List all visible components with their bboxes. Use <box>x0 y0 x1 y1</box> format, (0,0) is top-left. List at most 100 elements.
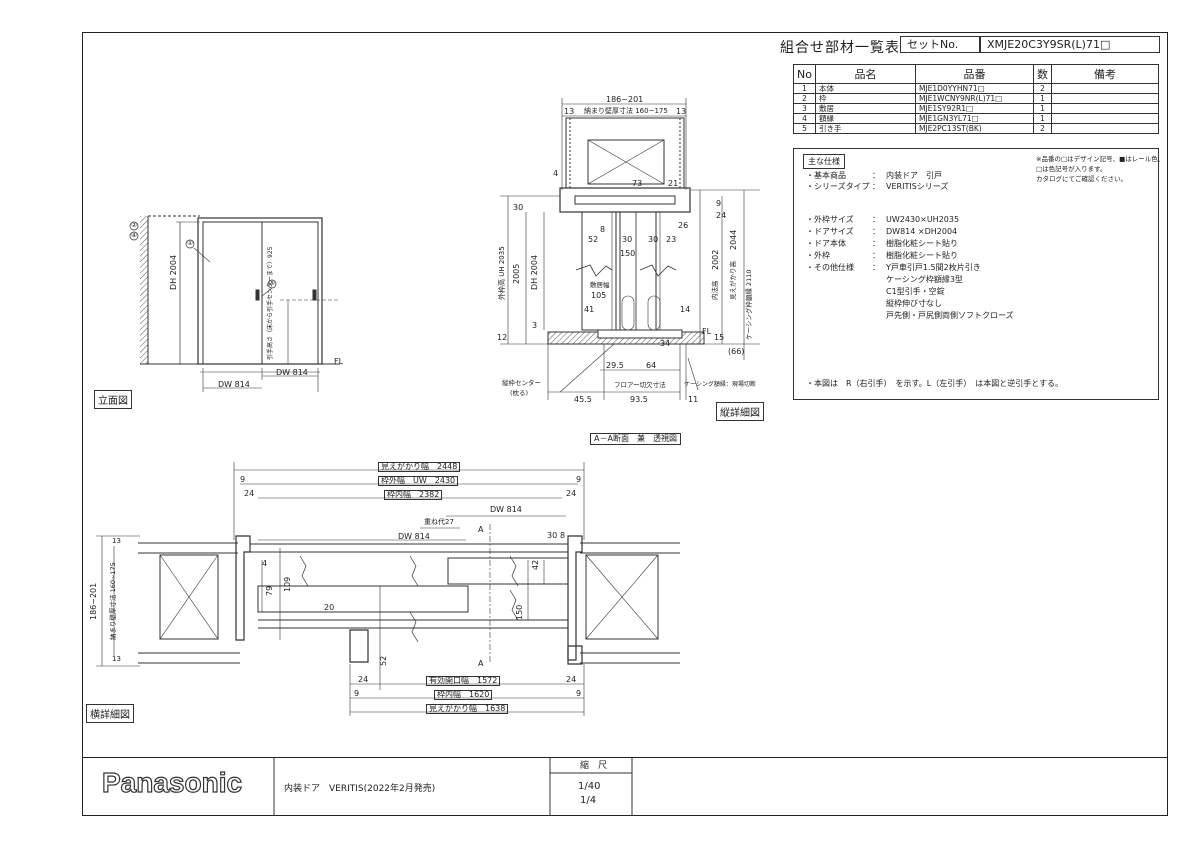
vertical-view-label: 縦詳細図 <box>716 402 764 421</box>
set-no-value: XMJE20C3Y9SR(L)71□ <box>980 36 1160 53</box>
floor-cut-label: フロアー切欠寸法 <box>614 381 666 389</box>
dim-41: 41 <box>584 305 595 314</box>
rail-center-label: 縦枠センター <box>502 379 541 387</box>
dim-wall-range: 納まり壁厚寸法 160~175 <box>584 107 668 115</box>
dim-visible-bottom: 見えがかり幅 1638 <box>426 704 509 714</box>
dim-11: 11 <box>688 395 699 404</box>
vertical-fl: FL <box>702 327 712 336</box>
dim-frame-inner: 枠内幅 1620 <box>434 690 493 700</box>
spec-remark: ・本図は R（右引手） を示す。L（左引手） は本図と逆引手とする。 <box>806 379 1063 388</box>
dim-3: 3 <box>532 321 538 330</box>
dim-dw2: DW 814 <box>276 368 308 377</box>
dim-52: 52 <box>588 235 599 244</box>
product-title: 内装ドア VERITIS(2022年2月発売) <box>284 784 436 794</box>
dim-dw-mid: DW 814 <box>398 532 430 541</box>
dim-73: 73 <box>632 179 643 188</box>
dim-24a: 24 <box>244 489 255 498</box>
dim-52-h: 52 <box>379 655 388 666</box>
scale-value-1: 1/40 <box>578 781 601 792</box>
spec-note-line: ※品番の□はデザイン記号、■はレール色、 <box>1036 155 1165 163</box>
rail-center-note: (枕る) <box>510 389 529 397</box>
dim-9: 9 <box>716 199 722 208</box>
dim-uh: 外枠高 UH 2035 <box>498 246 506 300</box>
set-no-label: セットNo. <box>900 36 980 53</box>
scale-value-2: 1/4 <box>580 795 597 806</box>
dim-21: 21 <box>668 179 679 188</box>
spec-extra: 戸先側・戸尻側両側ソフトクローズ <box>886 311 1014 320</box>
dim-93-5: 93.5 <box>630 395 648 404</box>
marker-2: ② <box>131 221 138 229</box>
dim-dw1: DW 814 <box>218 380 250 389</box>
dim-effective-opening: 有効開口幅 1572 <box>426 676 501 686</box>
dim-14: 14 <box>680 305 691 314</box>
horizontal-detail-view <box>96 462 680 716</box>
spec-note-line: カタログにてご確認ください。 <box>1036 175 1127 183</box>
dim-visible-width: 見えがかり幅 2448 <box>378 462 461 472</box>
spec-extra: 縦枠伸び寸なし <box>886 299 942 308</box>
dim-42: 42 <box>531 559 540 570</box>
dim-24d: 24 <box>566 675 577 684</box>
dim-visible-height: 見えがかり高 <box>729 261 737 300</box>
spec-row: ・ドア本体：樹脂化粧シート貼り <box>806 239 958 248</box>
dim-30b: 30 <box>622 235 633 244</box>
dim-dh-vertical: DH 2004 <box>530 254 539 290</box>
dim-9c: 9 <box>354 689 360 698</box>
dim-4-h: 4 <box>262 559 268 568</box>
dim-13b-h: 13 <box>112 655 121 663</box>
dim-2044: 2044 <box>729 229 738 250</box>
dim-9a: 9 <box>240 475 246 484</box>
dim-handle-height: 引手高さ（床から引手センターまで）925 <box>267 246 274 360</box>
dim-top-range: 186~201 <box>606 95 644 104</box>
dim-105: 105 <box>591 291 607 300</box>
dim-2002: 2002 <box>711 249 720 270</box>
elevation-fl: FL <box>334 357 344 366</box>
spec-row: ・基本商品：内装ドア 引戸 <box>806 171 942 180</box>
dim-wall-h: 納まり壁厚寸法 160~175 <box>109 562 117 640</box>
dim-dh: DH 2004 <box>169 254 178 290</box>
casing-note: ケーシング額縁：現場切断 <box>684 381 756 388</box>
spec-title: 主な仕様 <box>803 154 845 169</box>
dim-4: 4 <box>553 169 559 178</box>
dim-24c: 24 <box>358 675 369 684</box>
dim-inner-width: 枠内幅 2382 <box>384 490 443 500</box>
horizontal-view-label: 横詳細図 <box>86 704 134 723</box>
dim-79: 79 <box>265 585 274 596</box>
dim-8: 8 <box>600 225 606 234</box>
brand-logo: Panasonic <box>101 766 243 798</box>
dim-30a: 30 <box>513 203 524 212</box>
marker-1: ① <box>187 239 194 247</box>
drawing-frame <box>82 32 1168 816</box>
dim-24: 24 <box>716 211 727 220</box>
spec-row: ・その他仕様：Y戸車引戸1.5間2枚片引き <box>806 263 981 272</box>
dim-20: 20 <box>324 603 335 612</box>
dim-open-width: 敷居幅 <box>590 281 610 289</box>
dim-13a-h: 13 <box>112 537 121 545</box>
dim-13b: 13 <box>676 107 687 116</box>
dim-34: 34 <box>660 339 671 348</box>
table-row: 5 引き手 MJE2PC13ST(BK) 2 <box>793 123 1160 134</box>
dim-13a: 13 <box>564 107 575 116</box>
elevation-view-label: 立面図 <box>94 390 132 409</box>
title-block <box>273 757 633 816</box>
dim-9d: 9 <box>576 689 582 698</box>
dim-150-h: 150 <box>515 604 524 620</box>
dim-30c: 30 <box>648 235 659 244</box>
parts-list-title: 組合せ部材一覧表 <box>780 40 900 56</box>
spec-row: ・外枠サイズ：UW2430×UH2035 <box>806 215 960 224</box>
marker-4: ④ <box>131 231 138 239</box>
dim-24b: 24 <box>566 489 577 498</box>
dim-45-5: 45.5 <box>574 395 592 404</box>
scale-label: 縮 尺 <box>580 761 608 771</box>
dim-12: 12 <box>497 333 508 342</box>
spec-row: ・ドアサイズ：DW814 ×DH2004 <box>806 227 958 236</box>
spec-extra: C1型引手・空錠 <box>886 287 945 296</box>
spec-extra: ケーシング枠額縁3型 <box>886 275 963 284</box>
dim-23: 23 <box>666 235 677 244</box>
dim-64: 64 <box>646 361 657 370</box>
dim-left-range: 186~201 <box>89 582 98 620</box>
elevation-view <box>129 215 340 392</box>
marker-5: ⑤ <box>269 279 276 287</box>
spec-note-line: □は色記号が入ります。 <box>1036 165 1107 173</box>
spec-box <box>793 148 1159 400</box>
